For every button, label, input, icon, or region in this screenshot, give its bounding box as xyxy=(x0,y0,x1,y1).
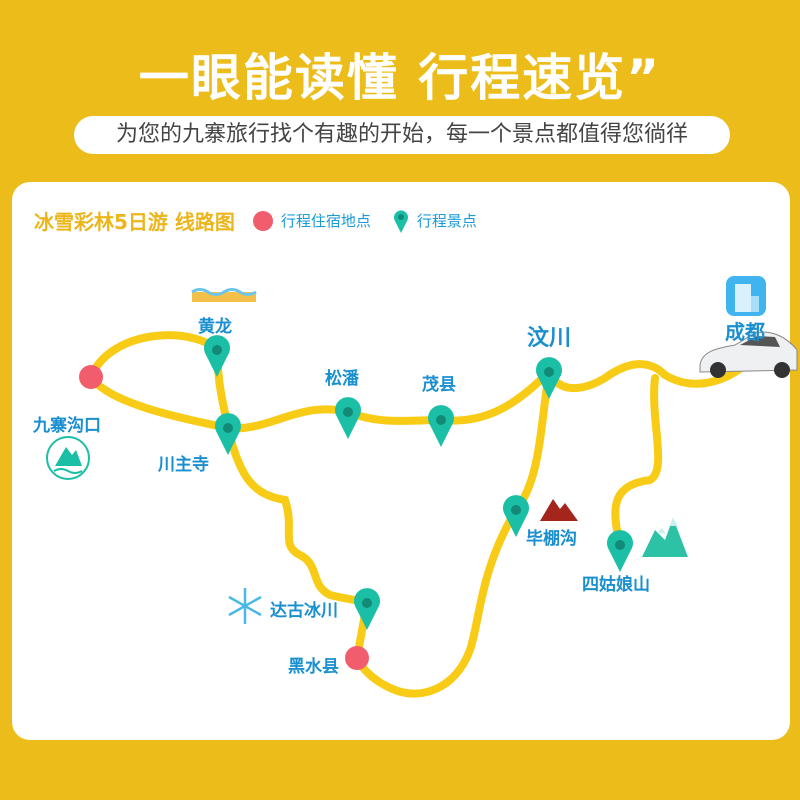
route-chuanzhusi-wenchuan xyxy=(224,368,553,433)
car-icon xyxy=(699,331,798,378)
route-lines xyxy=(87,331,749,698)
route-jiuzhai-huanglong xyxy=(87,331,221,381)
building-icon xyxy=(726,276,766,316)
label-huanglong: 黄龙 xyxy=(198,317,232,337)
route-wenchuan-heishui xyxy=(353,368,553,698)
label-bipenggou: 毕棚沟 xyxy=(526,529,577,549)
legend-stay-label: 行程住宿地点 xyxy=(280,212,371,230)
route-jiuzhai-chuanzhusi xyxy=(87,373,232,432)
subtitle-pill: 为您的九寨旅行找个有趣的开始，每一个景点都值得您徜徉 xyxy=(74,116,730,154)
label-jiuzhaigoukou: 九寨沟口 xyxy=(33,416,101,436)
spot-pin-6 xyxy=(503,495,529,537)
spot-pin-7 xyxy=(607,530,633,572)
label-maoxian: 茂县 xyxy=(422,375,456,395)
label-dagu: 达古冰川 xyxy=(270,601,338,621)
label-chengdu: 成都 xyxy=(725,320,765,344)
spot-pin-icon xyxy=(393,209,408,233)
route-wenchuan-chengdu xyxy=(545,360,749,393)
red-mountain-icon xyxy=(540,499,578,521)
spot-pin-3 xyxy=(335,397,361,439)
label-siguniang: 四姑娘山 xyxy=(582,575,650,595)
spot-pin-5 xyxy=(536,357,562,399)
green-peaks-icon xyxy=(642,518,688,557)
spot-pin-8 xyxy=(354,588,380,630)
water-icon xyxy=(191,288,257,302)
label-heishui: 黑水县 xyxy=(288,657,339,677)
route-chuanzhusi-dagu xyxy=(224,424,371,607)
spot-pin-1 xyxy=(204,335,230,377)
label-wenchuan: 汶川 xyxy=(527,325,572,351)
spot-pin-4 xyxy=(428,405,454,447)
route-siguniang xyxy=(611,374,663,549)
spot-pin-2 xyxy=(215,413,241,455)
headline: 一眼能读懂 行程速览” xyxy=(138,49,662,107)
map-title: 冰雪彩林5日游 线路图 xyxy=(34,210,235,234)
label-chuanzhusi: 川主寺 xyxy=(158,455,209,475)
snowflake-icon xyxy=(228,588,262,624)
stay-dot-icon xyxy=(252,210,273,231)
stay-marker-jiuzhai xyxy=(79,365,103,389)
mountain-lake-icon xyxy=(46,436,90,480)
stay-marker-heishui xyxy=(345,646,369,670)
legend-spot-label: 行程景点 xyxy=(416,212,477,230)
legend: 冰雪彩林5日游 线路图 行程住宿地点 行程景点 xyxy=(34,206,491,235)
label-songpan: 松潘 xyxy=(325,369,359,389)
